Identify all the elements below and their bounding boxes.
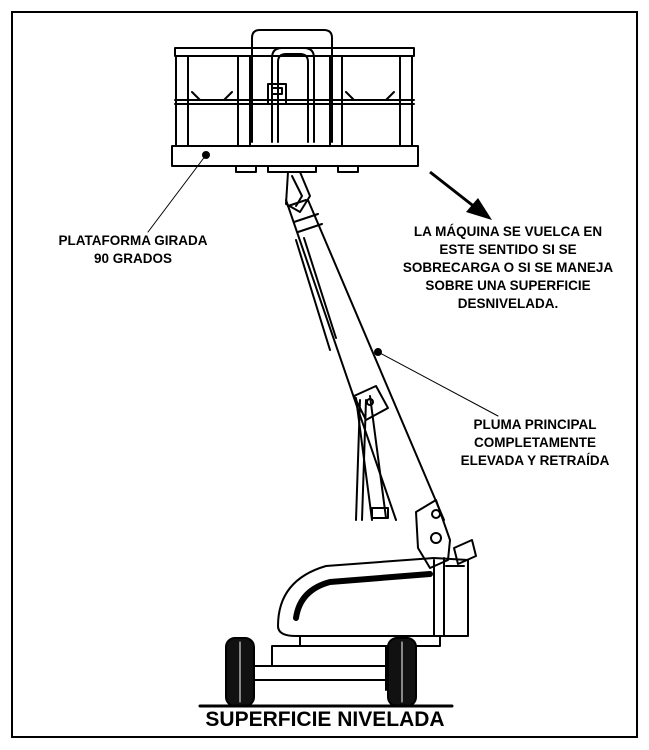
label-tip-warning: LA MÁQUINA SE VUELCA EN ESTE SENTIDO SI …	[402, 224, 614, 311]
platform-gate	[251, 29, 333, 143]
main-boom	[285, 199, 445, 521]
label-main-boom: PLUMA PRINCIPAL COMPLETAMENTE ELEVADA Y …	[460, 417, 610, 468]
platform-basket	[171, 29, 419, 173]
boom-leader-line	[377, 351, 499, 417]
wheels	[225, 637, 417, 707]
chassis-frame	[271, 645, 387, 667]
turntable-body	[243, 557, 469, 691]
lift-cylinder	[353, 385, 389, 521]
platform-leader-line	[147, 154, 207, 233]
tip-direction-arrow	[429, 170, 492, 220]
control-box	[267, 83, 287, 105]
label-platform-rotated: PLATAFORMA GIRADA 90 GRADOS	[58, 233, 208, 266]
cylinder-bracket	[353, 385, 389, 421]
label-level-surface: SUPERFICIE NIVELADA	[205, 708, 445, 731]
diagram-frame	[11, 11, 638, 738]
